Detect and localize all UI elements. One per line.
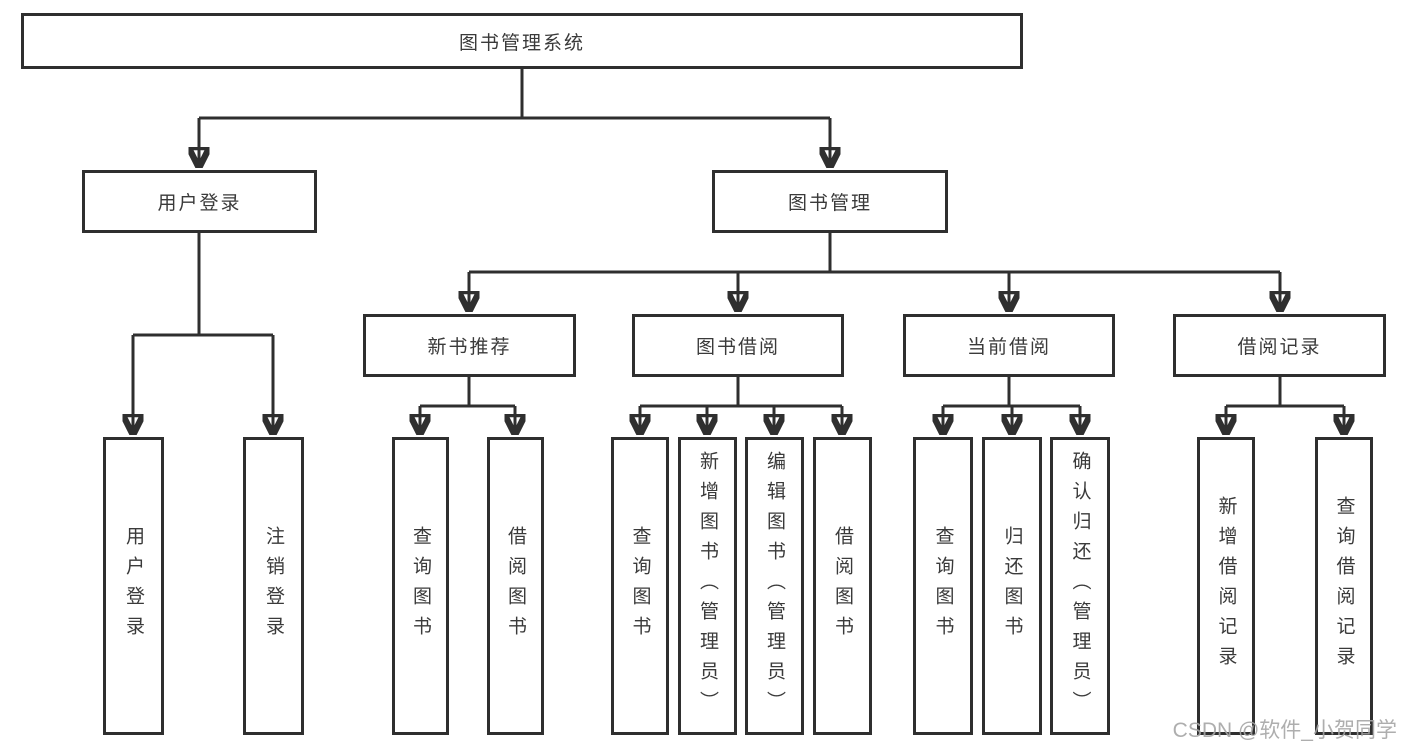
leaf-logout: 注销登录 [243, 437, 304, 735]
connectors-new-book-recommend [420, 376, 515, 432]
node-root: 图书管理系统 [21, 13, 1023, 69]
node-user-login: 用户登录 [82, 170, 317, 233]
leaf-query-books-recommend: 查询图书 [392, 437, 449, 735]
leaf-borrow-books: 借阅图书 [813, 437, 872, 735]
leaf-add-borrow-record-label: 新增借阅记录 [1215, 496, 1237, 676]
leaf-borrow-books-recommend-label: 借阅图书 [505, 526, 526, 646]
node-new-book-recommend: 新书推荐 [363, 314, 576, 377]
leaf-confirm-return-admin-label: 确认归还（管理员） [1069, 451, 1091, 721]
leaf-query-books-recommend-label: 查询图书 [410, 526, 431, 646]
watermark: CSDN @软件_小贺同学 [1172, 719, 1397, 742]
leaf-user-login: 用户登录 [103, 437, 164, 735]
leaf-query-books-borrow: 查询图书 [611, 437, 669, 735]
leaf-edit-book-admin: 编辑图书（管理员） [745, 437, 804, 735]
connectors-book-management [469, 232, 1280, 309]
leaf-query-books-current: 查询图书 [913, 437, 973, 735]
node-book-management: 图书管理 [712, 170, 948, 233]
connectors-borrow-records [1226, 376, 1344, 432]
leaf-query-books-borrow-label: 查询图书 [629, 526, 651, 646]
leaf-borrow-books-label: 借阅图书 [832, 526, 853, 646]
leaf-edit-book-admin-label: 编辑图书（管理员） [764, 451, 785, 721]
leaf-query-borrow-record-label: 查询借阅记录 [1333, 496, 1355, 676]
node-book-borrow: 图书借阅 [632, 314, 844, 377]
node-borrow-records: 借阅记录 [1173, 314, 1386, 377]
connectors-book-borrow [640, 376, 842, 432]
leaf-confirm-return-admin: 确认归还（管理员） [1050, 437, 1110, 735]
leaf-query-borrow-record: 查询借阅记录 [1315, 437, 1373, 735]
leaf-add-book-admin-label: 新增图书（管理员） [697, 451, 718, 721]
leaf-add-borrow-record: 新增借阅记录 [1197, 437, 1255, 735]
leaf-query-books-current-label: 查询图书 [932, 526, 954, 646]
connectors-user-login [133, 232, 273, 432]
leaf-logout-label: 注销登录 [263, 526, 284, 646]
connectors-root [199, 68, 830, 165]
leaf-return-books-label: 归还图书 [1001, 526, 1023, 646]
leaf-return-books: 归还图书 [982, 437, 1042, 735]
leaf-user-login-label: 用户登录 [123, 526, 144, 646]
leaf-add-book-admin: 新增图书（管理员） [678, 437, 737, 735]
node-current-borrow: 当前借阅 [903, 314, 1115, 377]
leaf-borrow-books-recommend: 借阅图书 [487, 437, 544, 735]
connectors-current-borrow [943, 376, 1080, 432]
